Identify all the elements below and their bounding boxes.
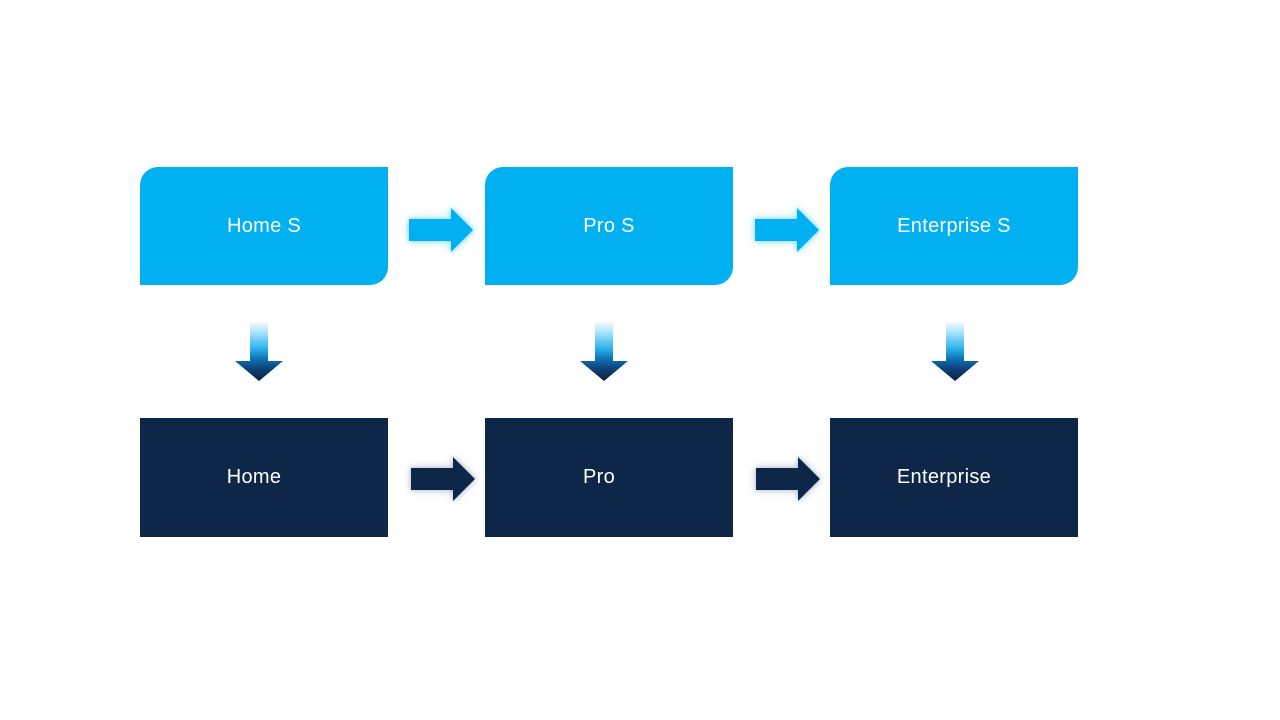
right-arrow-icon [411,457,475,501]
box-home: Home [140,418,388,537]
right-arrow-icon [756,457,820,501]
right-arrow-icon [409,208,473,252]
right-arrow-icon [755,208,819,252]
down-arrow-icon [235,321,283,381]
box-home-s: Home S [140,167,388,285]
box-enterprise-s: Enterprise S [830,167,1078,285]
box-pro: Pro [485,418,733,537]
box-enterprise-label: Enterprise [896,466,992,488]
box-home-s-label: Home S [226,214,302,237]
box-enterprise: Enterprise [830,418,1078,537]
box-home-label: Home [226,466,282,488]
box-enterprise-s-label: Enterprise S [897,214,1011,237]
down-arrow-icon [580,321,628,381]
box-pro-label: Pro [582,466,616,488]
box-pro-s: Pro S [485,167,733,285]
down-arrow-icon [931,321,979,381]
box-pro-s-label: Pro S [583,214,635,237]
